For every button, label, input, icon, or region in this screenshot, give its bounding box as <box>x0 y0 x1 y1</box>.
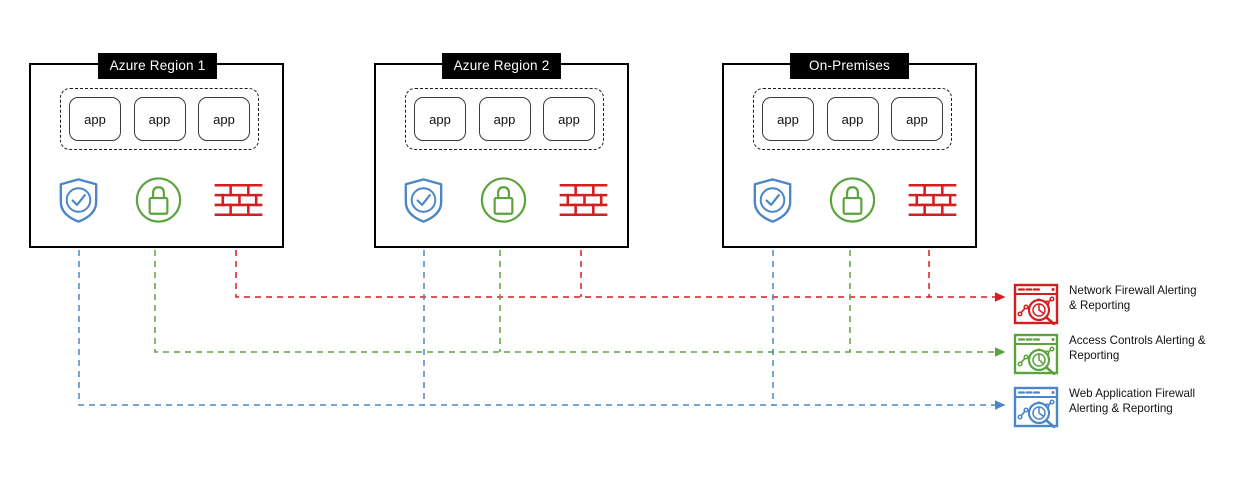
app-group-azure-region-1: app app app <box>60 88 259 150</box>
shield-check-icon[interactable] <box>51 172 106 228</box>
security-icons-azure-region-2 <box>396 172 611 228</box>
app-box[interactable]: app <box>762 97 814 141</box>
region-title-on-premises: On-Premises <box>790 53 909 79</box>
destination-web-application-firewall-reporting[interactable]: Web Application Firewall Alerting & Repo… <box>1013 386 1195 428</box>
app-group-azure-region-2: app app app <box>405 88 604 150</box>
app-group-on-premises: app app app <box>753 88 952 150</box>
app-box[interactable]: app <box>826 97 879 141</box>
app-box[interactable]: app <box>891 97 943 141</box>
app-box[interactable]: app <box>414 97 466 141</box>
lock-circle-icon[interactable] <box>131 172 186 228</box>
destination-label: Access Controls Alerting & Reporting <box>1069 334 1206 362</box>
security-icons-azure-region-1 <box>51 172 266 228</box>
security-icons-on-premises <box>745 172 960 228</box>
lock-circle-icon[interactable] <box>825 172 880 228</box>
brick-wall-icon[interactable] <box>211 172 266 228</box>
destination-network-firewall-reporting[interactable]: Network Firewall Alerting & Reporting <box>1013 283 1197 325</box>
app-box[interactable]: app <box>198 97 250 141</box>
destination-label: Network Firewall Alerting & Reporting <box>1069 284 1197 312</box>
destination-label: Web Application Firewall Alerting & Repo… <box>1069 387 1196 415</box>
app-box[interactable]: app <box>69 97 121 141</box>
region-title-azure-region-1: Azure Region 1 <box>98 53 217 79</box>
shield-check-icon[interactable] <box>396 172 451 228</box>
brick-wall-icon[interactable] <box>905 172 960 228</box>
destination-access-controls-reporting[interactable]: Access Controls Alerting & Reporting <box>1013 333 1206 375</box>
dashboard-analytics-icon[interactable] <box>1013 333 1059 375</box>
region-title-azure-region-2: Azure Region 2 <box>442 53 561 79</box>
lock-circle-icon[interactable] <box>476 172 531 228</box>
app-box[interactable]: app <box>133 97 186 141</box>
dashboard-analytics-icon[interactable] <box>1013 386 1059 428</box>
dashboard-analytics-icon[interactable] <box>1013 283 1059 325</box>
app-box[interactable]: app <box>478 97 531 141</box>
app-box[interactable]: app <box>543 97 595 141</box>
wire-region1-waf <box>78 228 1006 410</box>
shield-check-icon[interactable] <box>745 172 800 228</box>
brick-wall-icon[interactable] <box>556 172 611 228</box>
